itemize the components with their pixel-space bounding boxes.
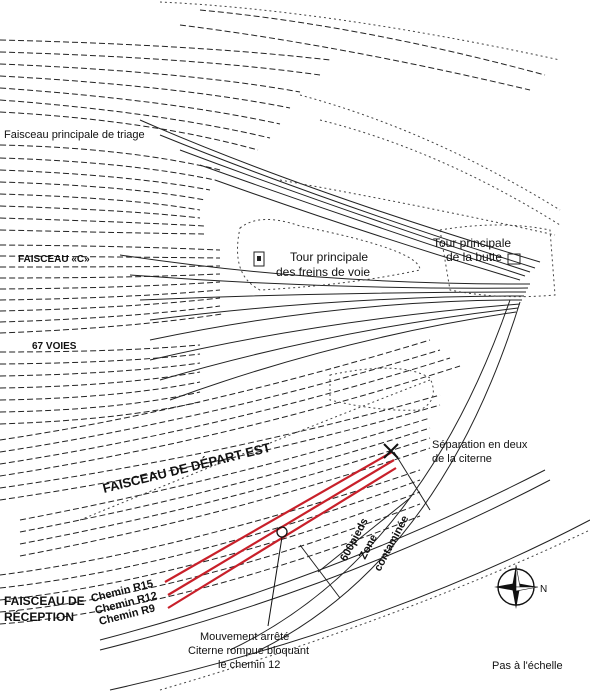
route-r15-line — [164, 451, 393, 583]
reception-label-line2: RÉCEPTION — [4, 609, 74, 624]
stop-point-leader-line — [267, 536, 283, 627]
tower-building-icon — [253, 251, 265, 267]
retarder-tower-label-line2: des freins de voie — [276, 265, 370, 279]
distance-measurement — [299, 451, 431, 599]
movement-label-line2: Citerne rompue bloquant — [188, 645, 309, 657]
classification-yard-label: Faisceau principale de triage — [4, 129, 145, 141]
tank-separation-label-line1: Séparation en deux — [432, 439, 528, 451]
hump-tower-label-line1: Tour principale — [433, 236, 511, 250]
67-tracks-label: 67 VOIES — [32, 341, 77, 352]
hump-tower-label-line2: de la butte — [446, 250, 502, 264]
x-marker-icon — [383, 443, 399, 459]
reception-label-line1: FAISCEAU DE — [4, 594, 85, 608]
compass-rose-icon — [494, 564, 539, 609]
tank-separation-label-line2: de la citerne — [432, 453, 492, 465]
yard-c-label: FAISCEAU «C» — [18, 254, 90, 265]
yard-c-tracks — [0, 244, 531, 341]
yard-outlines — [237, 218, 556, 411]
movement-label-line1: Mouvement arrêté — [200, 631, 289, 643]
hump-tower-building-icon — [507, 253, 521, 265]
classification-yard-tracks — [0, 1, 561, 281]
67-tracks — [0, 303, 521, 425]
not-to-scale-label: Pas à l'échelle — [492, 660, 563, 672]
movement-label-line3: le chemin 12 — [218, 659, 280, 671]
retarder-tower-label-line1: Tour principale — [290, 250, 368, 264]
departure-reception-tracks — [0, 299, 590, 691]
north-label: N — [540, 584, 547, 595]
